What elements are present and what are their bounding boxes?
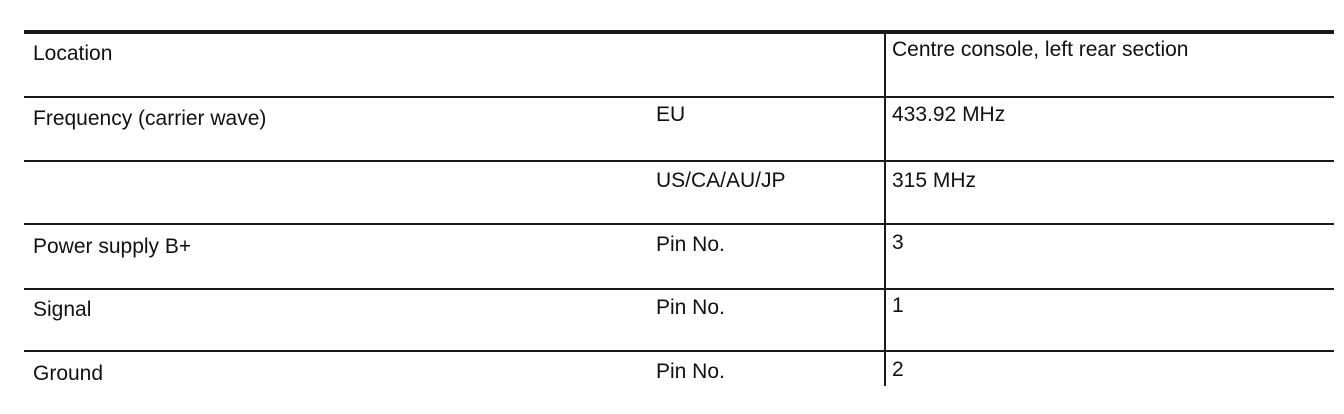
row-condition-us: US/CA/AU/JP <box>656 169 786 192</box>
spec-table: Location Centre console, left rear secti… <box>24 30 1334 386</box>
row-condition-pin: Pin No. <box>656 233 725 256</box>
row-value-signal-pin: 1 <box>892 294 904 317</box>
row-divider <box>24 350 1334 352</box>
row-condition-pin: Pin No. <box>656 296 725 319</box>
row-value-location: Centre console, left rear section <box>892 38 1189 61</box>
row-divider <box>24 288 1334 290</box>
row-label-signal: Signal <box>33 298 92 321</box>
row-divider <box>24 96 1334 98</box>
row-value-power-supply-pin: 3 <box>892 231 904 254</box>
table-top-rule <box>24 30 1334 34</box>
value-column-divider <box>884 32 886 386</box>
row-divider <box>24 160 1334 162</box>
row-label-power-supply: Power supply B+ <box>33 235 192 258</box>
row-condition-eu: EU <box>656 103 686 126</box>
row-value-frequency-us: 315 MHz <box>892 169 977 192</box>
row-label-ground: Ground <box>33 362 104 385</box>
row-value-ground-pin: 2 <box>892 358 904 381</box>
row-value-frequency-eu: 433.92 MHz <box>892 103 1006 126</box>
row-condition-pin: Pin No. <box>656 360 725 383</box>
row-label-location: Location <box>33 42 113 65</box>
row-divider <box>24 223 1334 225</box>
row-label-frequency: Frequency (carrier wave) <box>33 107 267 130</box>
